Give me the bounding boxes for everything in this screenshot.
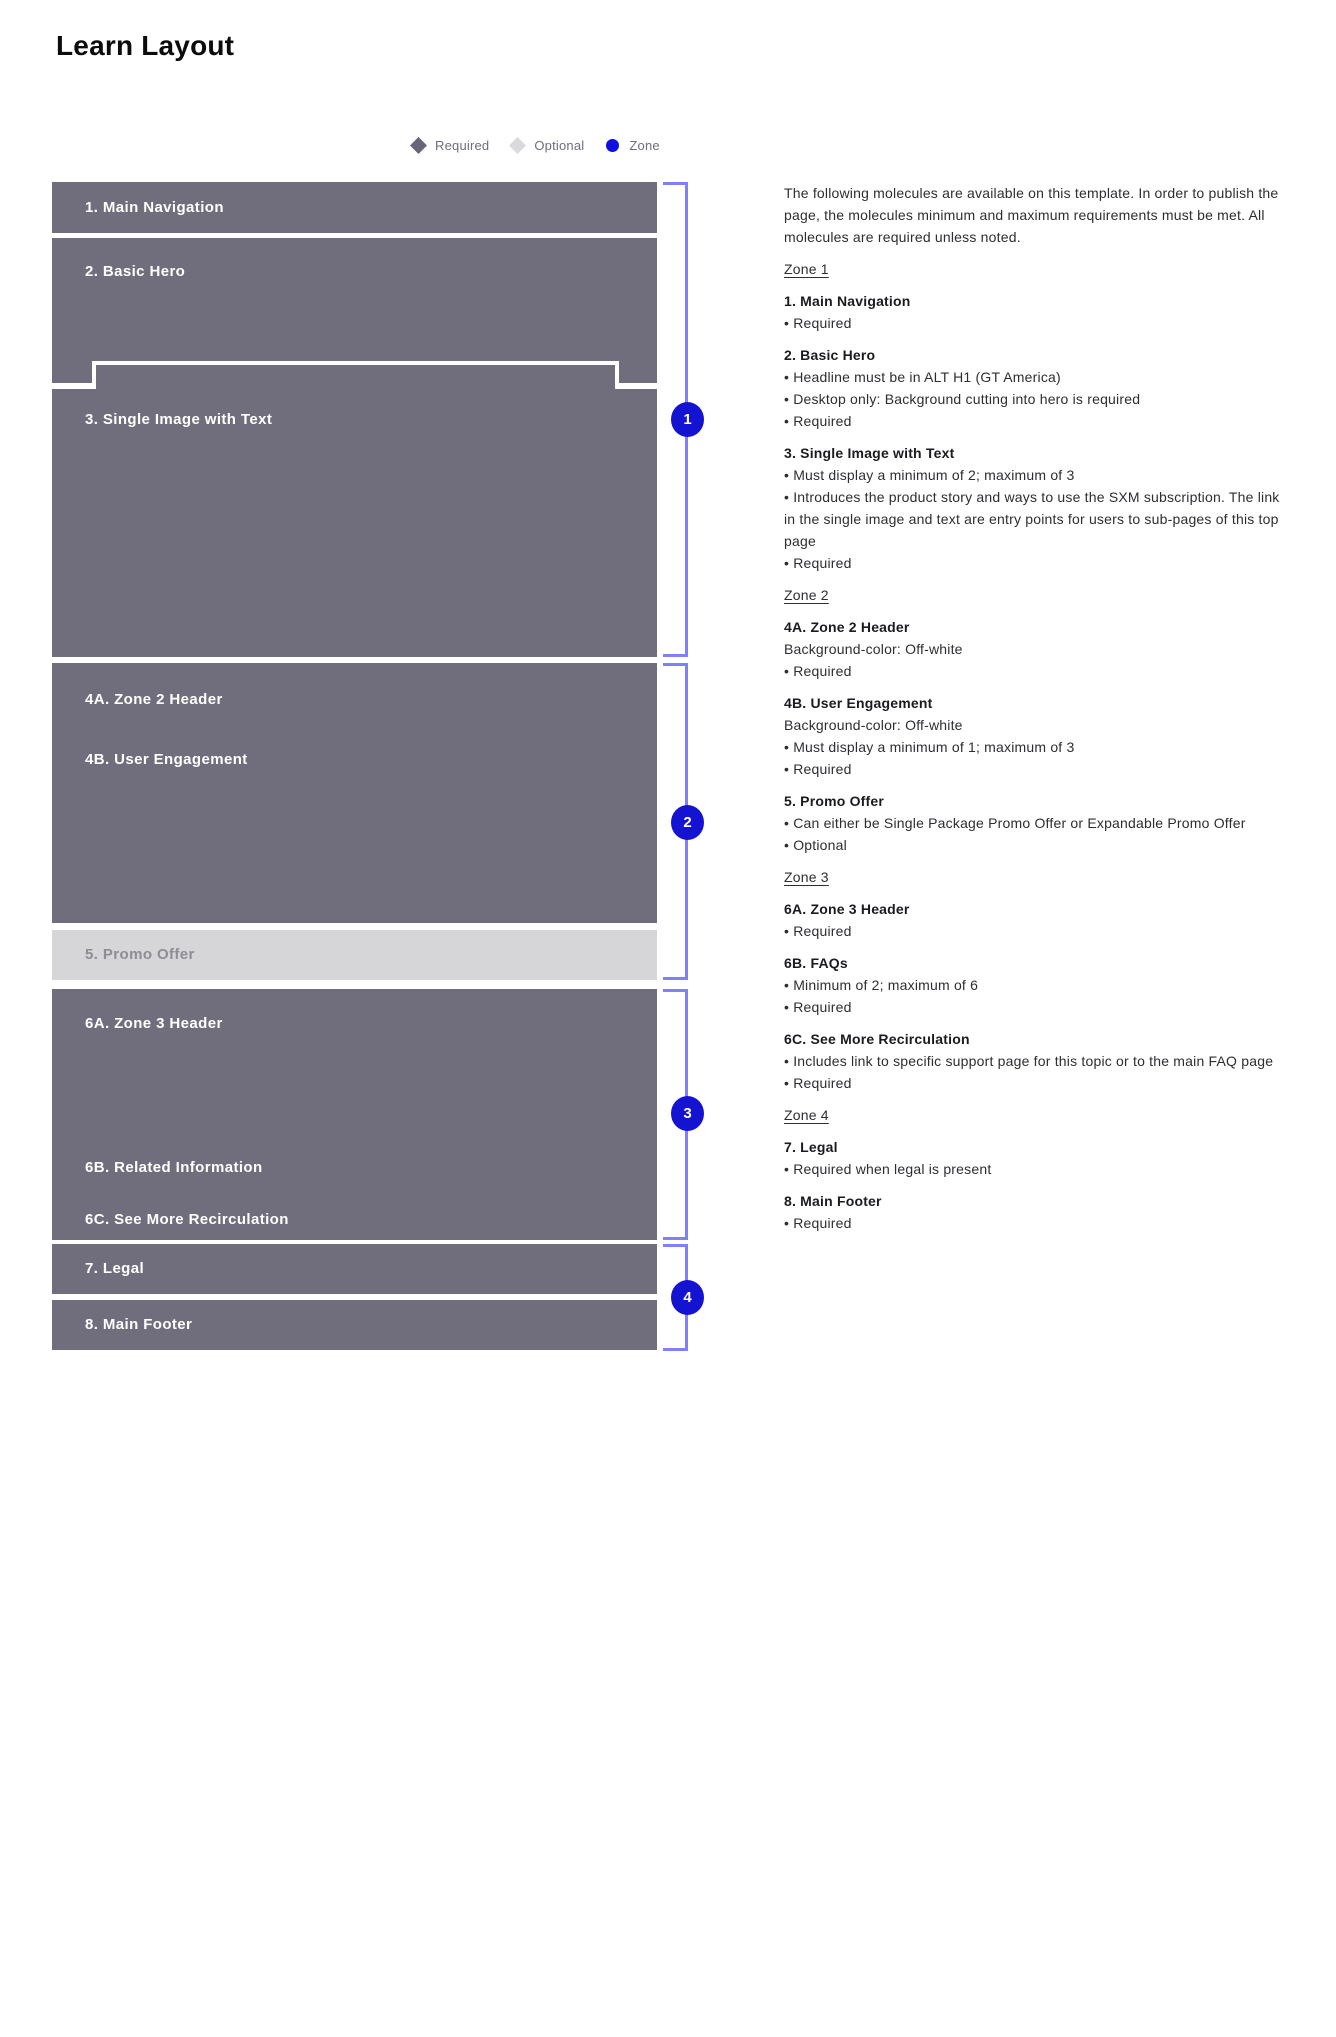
molecule-title: 4A. Zone 2 Header [784, 619, 910, 635]
zone-label: Zone 4 [784, 1107, 829, 1123]
molecule-line: • Required [784, 923, 852, 939]
legend-optional-label: Optional [534, 138, 585, 153]
block-single-image-with-text: 3. Single Image with Text [52, 389, 657, 657]
block-label: 4B. User Engagement [85, 751, 248, 768]
molecule-title: 3. Single Image with Text [784, 445, 955, 461]
molecule-line: • Required [784, 413, 852, 429]
block-label: 1. Main Navigation [85, 199, 224, 216]
molecule-line: • Required [784, 761, 852, 777]
molecule-entry: 6A. Zone 3 Header • Required [784, 898, 1287, 942]
block-promo-offer: 5. Promo Offer [52, 930, 657, 980]
molecule-line: • Required [784, 1215, 852, 1231]
molecule-title: 2. Basic Hero [784, 347, 876, 363]
molecule-entry: 5. Promo Offer • Can either be Single Pac… [784, 790, 1287, 856]
molecule-line: Background-color: Off-white [784, 641, 963, 657]
legend-required-label: Required [435, 138, 490, 153]
legend-zone-label: Zone [629, 138, 660, 153]
single-image-tab-notch [92, 361, 619, 390]
zone-label: Zone 3 [784, 869, 829, 885]
block-legal: 7. Legal [52, 1244, 657, 1294]
block-label: 7. Legal [85, 1260, 145, 1277]
block-label: 6B. Related Information [85, 1159, 263, 1176]
molecule-title: 6B. FAQs [784, 955, 848, 971]
zone-label: Zone 1 [784, 261, 829, 277]
molecule-line: • Required when legal is present [784, 1161, 992, 1177]
molecule-line: • Desktop only: Background cutting into … [784, 391, 1141, 407]
molecule-line: • Required [784, 1075, 852, 1091]
molecule-entry: 6C. See More Recirculation • Includes lin… [784, 1028, 1287, 1094]
molecule-title: 1. Main Navigation [784, 293, 911, 309]
block-label: 6A. Zone 3 Header [85, 1015, 223, 1032]
block-zone-2: 4A. Zone 2 Header 4B. User Engagement [52, 663, 657, 923]
molecule-title: 5. Promo Offer [784, 793, 885, 809]
molecule-line: • Optional [784, 837, 847, 853]
molecule-entry: 6B. FAQs • Minimum of 2; maximum of 6 • Re… [784, 952, 1287, 1018]
block-main-footer: 8. Main Footer [52, 1300, 657, 1350]
molecule-line: • Must display a minimum of 2; maximum o… [784, 467, 1075, 483]
molecule-title: 7. Legal [784, 1139, 838, 1155]
molecule-line: • Required [784, 999, 852, 1015]
molecule-entry: 2. Basic Hero • Headline must be in ALT H… [784, 344, 1287, 432]
required-diamond-icon [410, 137, 427, 154]
molecule-line: • Minimum of 2; maximum of 6 [784, 977, 979, 993]
zone-label: Zone 2 [784, 587, 829, 603]
zone-dot-icon [606, 139, 620, 152]
molecule-line: • Required [784, 315, 852, 331]
optional-diamond-icon [509, 137, 527, 154]
zone-2-badge: 2 [671, 805, 704, 840]
molecule-line: • Must display a minimum of 1; maximum o… [784, 739, 1075, 755]
molecule-line: • Required [784, 555, 852, 571]
zone-4-badge: 4 [671, 1280, 704, 1315]
zone-1-badge: 1 [671, 402, 704, 437]
block-basic-hero: 2. Basic Hero [52, 238, 657, 383]
block-label: 3. Single Image with Text [85, 411, 273, 428]
molecule-entry: 7. Legal • Required when legal is present [784, 1136, 1287, 1180]
molecule-title: 4B. User Engagement [784, 695, 933, 711]
molecule-line: Background-color: Off-white [784, 717, 963, 733]
molecule-line: • Required [784, 663, 852, 679]
molecule-entry: 8. Main Footer • Required [784, 1190, 1287, 1234]
requirements-panel: The following molecules are available on… [784, 182, 1287, 1244]
block-label: 4A. Zone 2 Header [85, 691, 223, 708]
block-label: 8. Main Footer [85, 1316, 193, 1333]
zone-3-badge: 3 [671, 1096, 704, 1131]
block-label: 6C. See More Recirculation [85, 1211, 289, 1228]
molecule-line: • Introduces the product story and ways … [784, 489, 1280, 549]
molecule-title: 6C. See More Recirculation [784, 1031, 970, 1047]
intro-paragraph: The following molecules are available on… [784, 185, 1279, 245]
block-main-navigation: 1. Main Navigation [52, 182, 657, 233]
block-label: 2. Basic Hero [85, 263, 186, 280]
molecule-title: 6A. Zone 3 Header [784, 901, 910, 917]
molecule-entry: 3. Single Image with Text • Must display … [784, 442, 1287, 574]
molecule-line: • Includes link to specific support page… [784, 1053, 1274, 1069]
page-title: Learn Layout [56, 30, 235, 61]
molecule-title: 8. Main Footer [784, 1193, 882, 1209]
block-zone-3: 6A. Zone 3 Header 6B. Related Informatio… [52, 989, 657, 1240]
molecule-line: • Headline must be in ALT H1 (GT America… [784, 369, 1061, 385]
legend: Required Optional Zone [410, 137, 660, 154]
block-label: 5. Promo Offer [85, 946, 195, 963]
molecule-line: • Can either be Single Package Promo Off… [784, 815, 1246, 831]
molecule-entry: 1. Main Navigation • Required [784, 290, 1287, 334]
